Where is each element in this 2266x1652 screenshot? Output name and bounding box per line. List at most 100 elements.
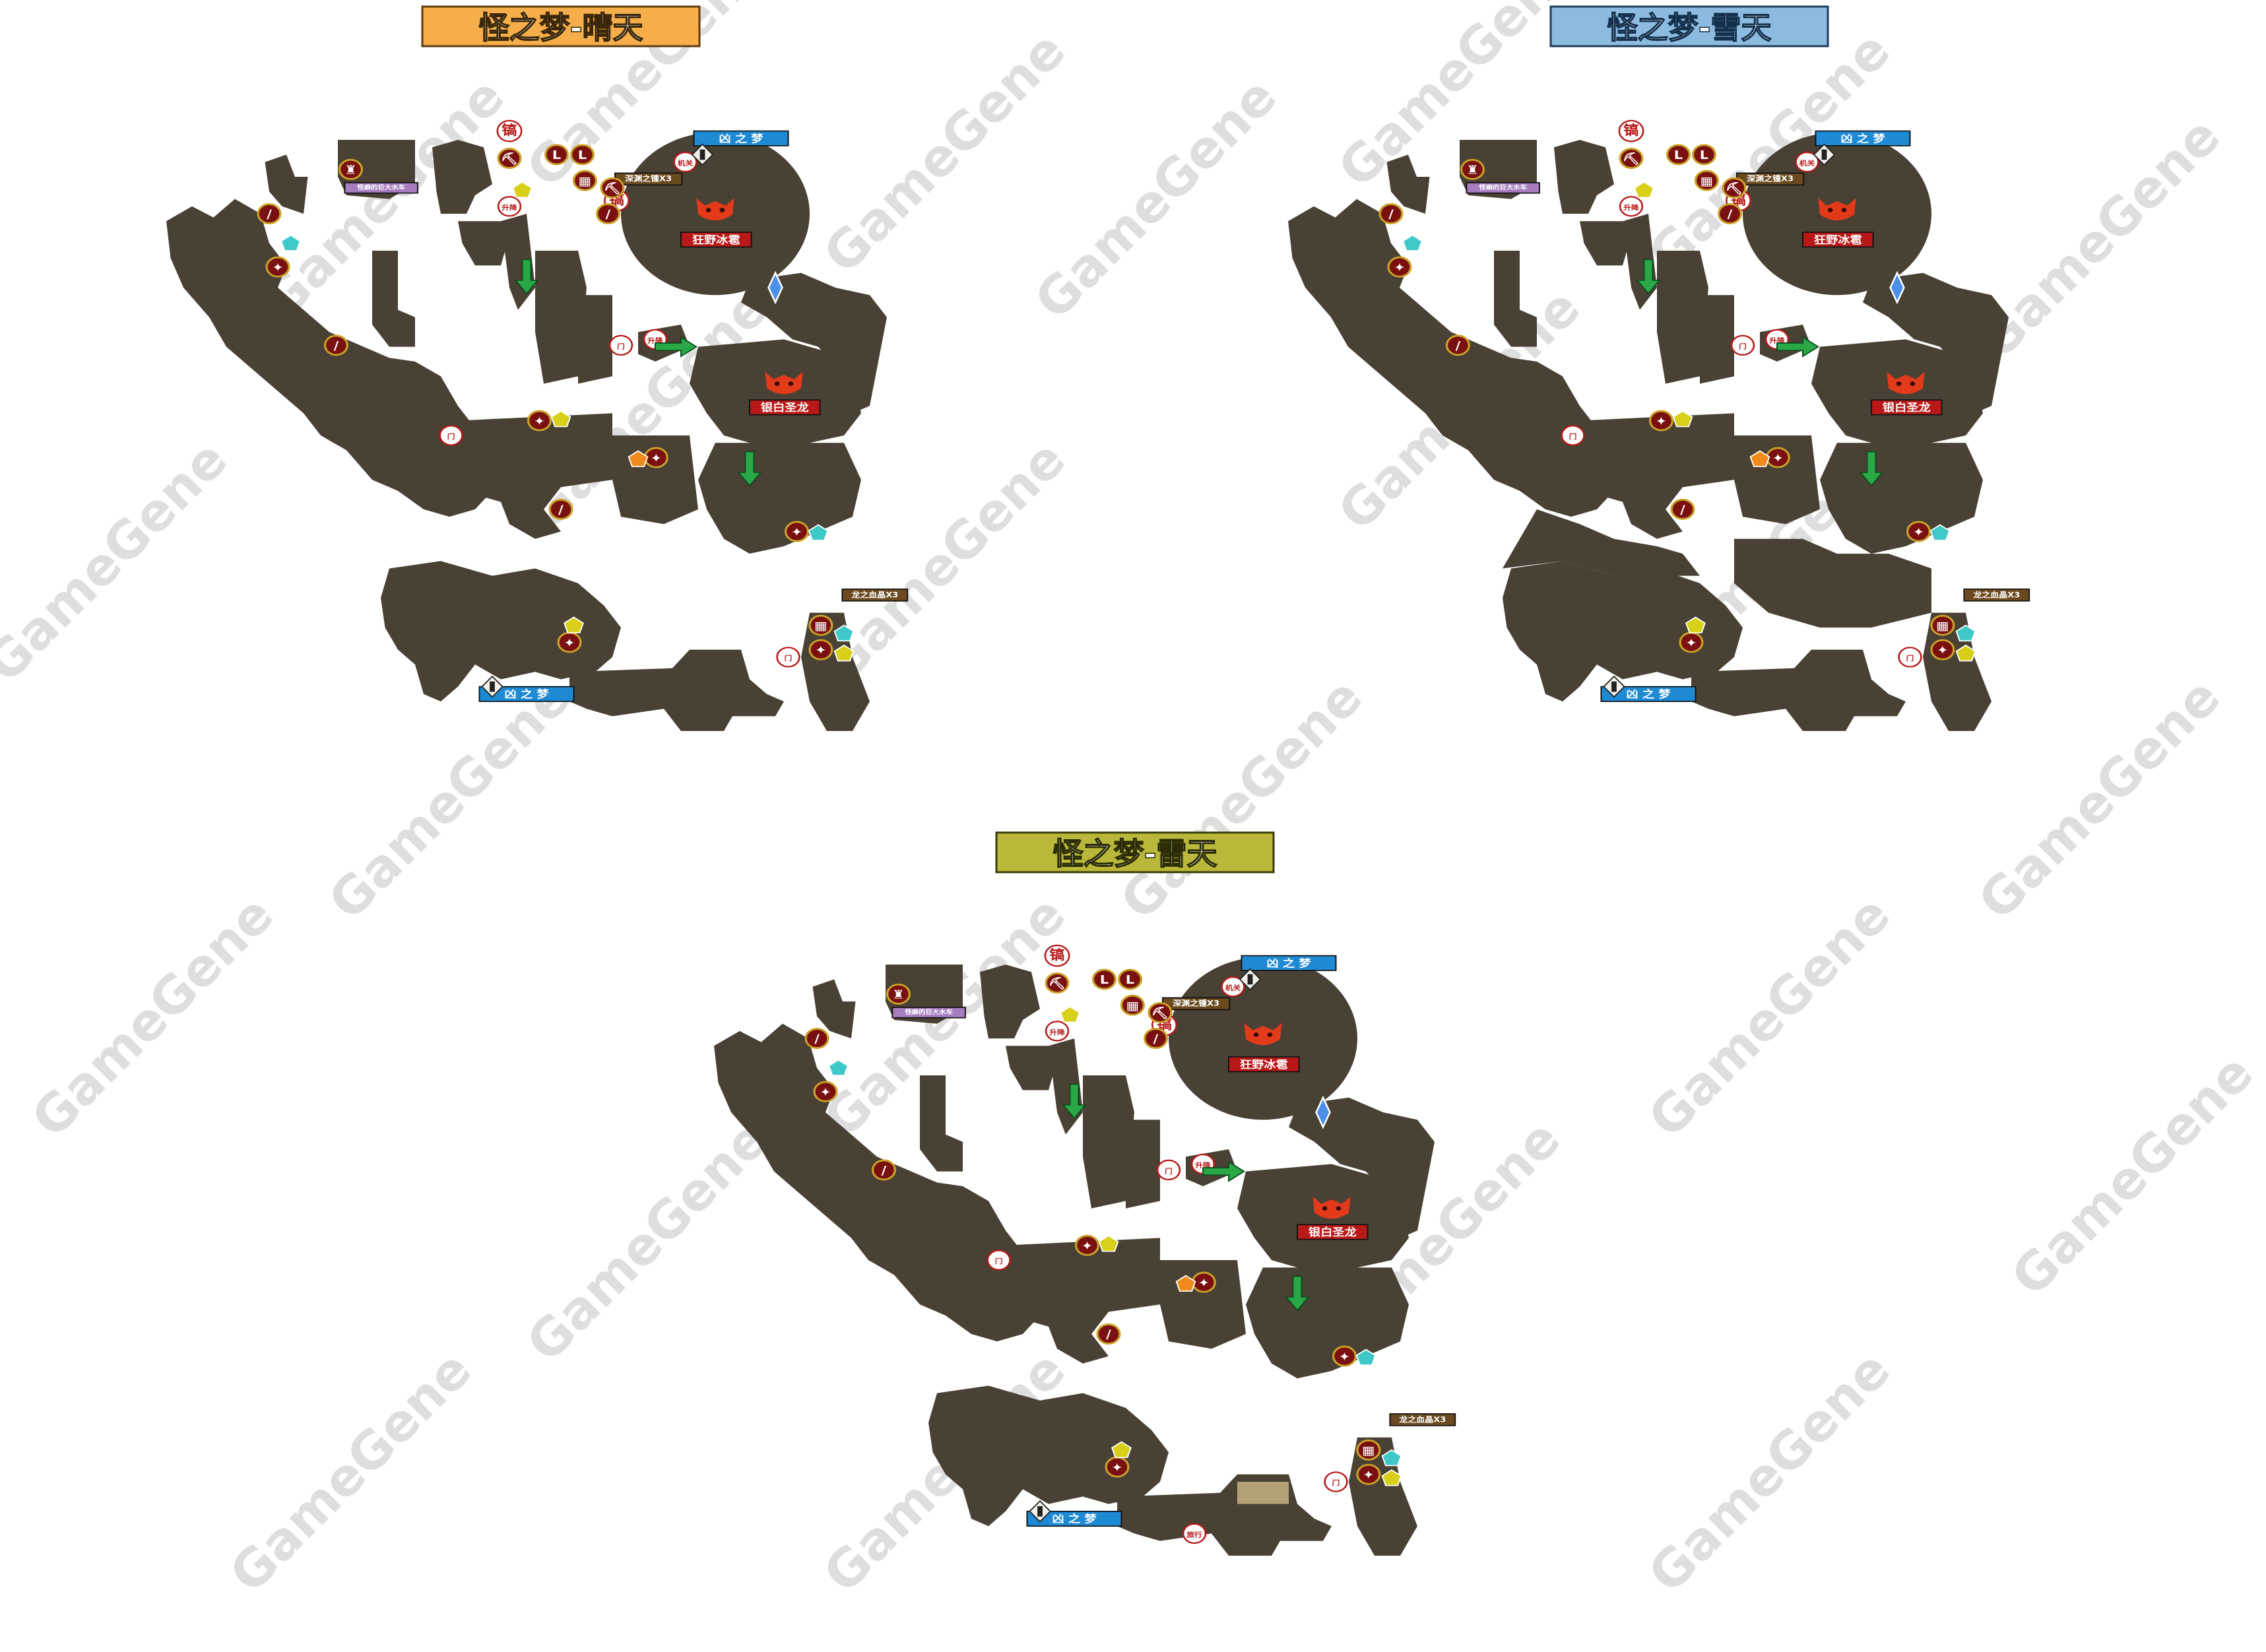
pickaxe-icon: ⛏	[1148, 1001, 1173, 1023]
beast-icon: ✦	[1105, 1456, 1130, 1478]
gem-icon	[1381, 1469, 1402, 1486]
beast-icon: ✦	[1930, 639, 1955, 660]
svg-text:龙之血晶X3: 龙之血晶X3	[851, 590, 898, 599]
svg-text:✦: ✦	[272, 261, 283, 274]
svg-text:镐: 镐	[1623, 123, 1639, 139]
travel-label: 旅行	[1182, 1523, 1207, 1544]
watermark-text: GameGene	[1967, 667, 2231, 931]
svg-text:✦: ✦	[1339, 1350, 1350, 1364]
lantern-icon	[1029, 1500, 1051, 1523]
treasure-chest-icon: ▦	[1356, 1439, 1381, 1461]
gem-icon	[1355, 1349, 1376, 1366]
armor-icon: ♜	[886, 983, 911, 1005]
boss-ice-label: 狂野冰雹	[1802, 232, 1874, 248]
svg-text:▦: ▦	[1936, 619, 1949, 633]
svg-text:机关: 机关	[678, 159, 693, 168]
svg-text:银白圣龙: 银白圣龙	[1883, 401, 1931, 414]
thunder-lit-area	[1237, 1482, 1289, 1504]
svg-text:▦: ▦	[814, 619, 827, 633]
lantern-icon	[1239, 968, 1262, 991]
boss-face-icon	[1818, 198, 1856, 221]
title-sunny: 怪之梦-晴天	[421, 5, 701, 48]
gem-icon	[1672, 410, 1693, 428]
gem-icon	[1955, 645, 1976, 662]
door-label: 门	[1898, 647, 1922, 668]
svg-text:升降: 升降	[502, 203, 517, 212]
water-wheel-label: 怪癖的巨大水车	[891, 1007, 966, 1019]
sword-icon: /	[1717, 203, 1743, 224]
arrow-icon	[1859, 451, 1884, 487]
crystal-icon	[1315, 1095, 1331, 1129]
svg-text:▦: ▦	[1126, 999, 1140, 1013]
svg-text:银白圣龙: 银白圣龙	[761, 401, 809, 414]
watermark-text: GameGene	[1637, 1340, 1901, 1604]
boss-face-icon	[1312, 1196, 1351, 1219]
svg-text:门: 门	[617, 342, 625, 351]
svg-text:L: L	[1674, 148, 1683, 162]
gem-icon	[1634, 181, 1654, 199]
svg-text:门: 门	[1332, 1478, 1340, 1487]
pickaxe-icon: ⛏	[497, 148, 522, 169]
svg-text:怪之梦-晴天: 怪之梦-晴天	[478, 10, 643, 46]
svg-text:✦: ✦	[815, 643, 826, 657]
beast-icon: ✦	[1332, 1345, 1357, 1367]
svg-text:凶 之 梦: 凶 之 梦	[1626, 688, 1671, 701]
snow-extra-terrain	[1734, 538, 1931, 628]
pickaxe-icon: ⛏	[600, 177, 625, 199]
arrow-icon	[1062, 1083, 1087, 1120]
boot-icon: L	[1691, 144, 1717, 166]
svg-text:/: /	[882, 1163, 888, 1177]
lift-label: 升降	[1045, 1021, 1070, 1042]
sword-icon: /	[804, 1028, 829, 1049]
sword-icon: /	[1096, 1323, 1121, 1345]
watermark-text: GameGene	[515, 1109, 779, 1373]
abyss-bell-label: 深渊之锺X3	[1735, 172, 1805, 186]
beast-icon: ✦	[1074, 1234, 1100, 1256]
svg-text:升降: 升降	[1049, 1028, 1064, 1036]
sword-icon: /	[257, 203, 282, 224]
svg-text:门: 门	[1739, 342, 1747, 351]
gem-icon	[1955, 624, 1976, 642]
svg-text:♜: ♜	[892, 988, 905, 1001]
svg-text:⛏: ⛏	[1623, 152, 1640, 166]
armor-icon: ♜	[338, 158, 364, 180]
arrow-icon	[1776, 336, 1820, 358]
sword-icon: /	[548, 499, 573, 520]
gem-icon	[1060, 1005, 1080, 1023]
svg-text:门: 门	[995, 1257, 1003, 1265]
svg-text:狂野冰雹: 狂野冰雹	[1240, 1058, 1288, 1071]
svg-text:/: /	[1456, 338, 1462, 352]
svg-text:✦: ✦	[1685, 636, 1697, 650]
treasure-chest-icon: ▦	[1120, 994, 1145, 1016]
beast-icon: ✦	[808, 639, 833, 660]
svg-text:凶 之 梦: 凶 之 梦	[1052, 1513, 1097, 1525]
arrow-icon	[514, 259, 539, 295]
svg-text:龙之血晶X3: 龙之血晶X3	[1972, 590, 2020, 599]
sword-icon: /	[1378, 203, 1404, 224]
watermark-text: GameGene	[218, 1340, 482, 1604]
svg-text:凶 之 梦: 凶 之 梦	[504, 688, 549, 701]
gem-icon	[1685, 616, 1706, 633]
gear-label: 机关	[1221, 976, 1245, 998]
svg-text:▦: ▦	[1700, 174, 1714, 188]
svg-text:/: /	[1728, 207, 1733, 221]
svg-text:深渊之锺X3: 深渊之锺X3	[625, 174, 672, 183]
door-label: 门	[987, 1250, 1011, 1271]
lift-label: 升降	[1619, 196, 1644, 217]
svg-text:♜: ♜	[1466, 163, 1479, 177]
svg-text:/: /	[814, 1032, 820, 1046]
boot-icon: L	[1117, 969, 1143, 990]
gem-icon	[512, 181, 533, 199]
svg-text:⛏: ⛏	[1151, 1006, 1169, 1020]
crystal-icon	[1889, 270, 1905, 305]
abyss-bell-label: 深渊之锺X3	[1161, 997, 1231, 1011]
svg-text:怪癖的巨大水车: 怪癖的巨大水车	[1479, 183, 1527, 191]
svg-text:✦: ✦	[1913, 525, 1924, 539]
beast-icon: ✦	[643, 447, 668, 468]
lift-label: 升降	[497, 196, 522, 217]
title-thunder: 怪之梦-雷天	[995, 831, 1275, 874]
svg-text:怪癖的巨大水车: 怪癖的巨大水车	[357, 183, 405, 191]
svg-text:✦: ✦	[1111, 1461, 1122, 1475]
svg-text:门: 门	[1569, 432, 1577, 441]
